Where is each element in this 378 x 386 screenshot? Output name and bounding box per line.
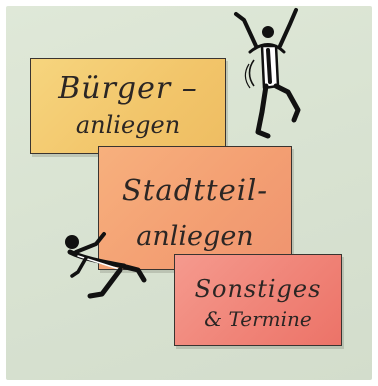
card-sonstiges-line1: Sonstiges bbox=[175, 275, 341, 303]
card-buergeranliegen: Bürger – anliegen bbox=[30, 58, 226, 154]
card-sonstiges-line2: & Termine bbox=[175, 307, 341, 331]
card-buergeranliegen-line2: anliegen bbox=[31, 111, 225, 139]
card-stadtteilanliegen: Stadtteil- anliegen bbox=[98, 146, 292, 270]
card-buergeranliegen-line1: Bürger – bbox=[31, 71, 225, 106]
card-sonstiges-termine: Sonstiges & Termine bbox=[174, 254, 342, 346]
card-stadtteilanliegen-line2: anliegen bbox=[99, 221, 291, 252]
card-stadtteilanliegen-line1: Stadtteil- bbox=[99, 173, 291, 207]
